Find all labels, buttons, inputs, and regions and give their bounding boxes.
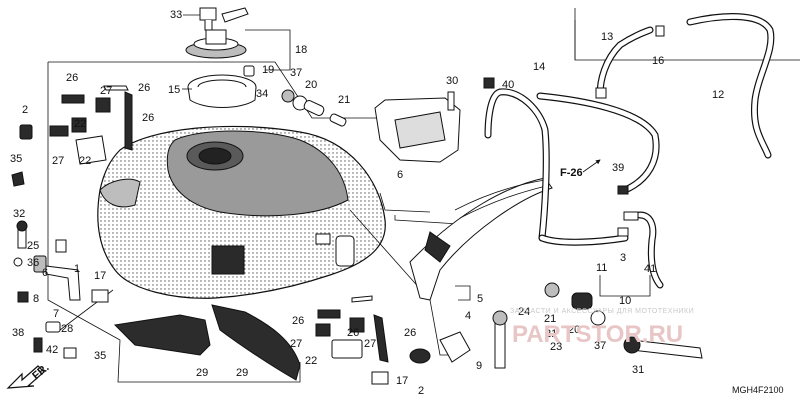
callout-39: 39	[612, 162, 624, 174]
callout-14: 14	[533, 61, 545, 73]
callout-6: 6	[397, 169, 403, 181]
callout-21: 21	[544, 313, 556, 325]
callout-26: 26	[347, 327, 359, 339]
callout-13: 13	[601, 31, 613, 43]
callout-41: 41	[644, 263, 656, 275]
callout-27: 27	[364, 338, 376, 350]
callout-11: 11	[596, 262, 607, 274]
callout-23: 23	[550, 341, 562, 353]
callout-7: 7	[53, 308, 59, 320]
callout-27: 27	[100, 85, 112, 97]
callout-22: 22	[79, 155, 91, 167]
callout-9: 9	[476, 360, 482, 372]
callout-15: 15	[168, 84, 180, 96]
fuel-cap-assembly	[185, 7, 257, 108]
reference-label: F-26	[560, 167, 583, 179]
front-direction-arrow: FR.	[6, 362, 52, 389]
callout-2: 2	[22, 104, 28, 116]
callout-25: 25	[27, 240, 39, 252]
watermark-tagline: ЗАПЧАСТИ И АКСЕССУАРЫ ДЛЯ МОТОТЕХНИКИ	[510, 308, 694, 315]
callout-26: 26	[142, 112, 154, 124]
callout-10: 10	[619, 295, 631, 307]
callout-30: 30	[446, 75, 458, 87]
callout-34: 34	[256, 88, 268, 100]
callout-2: 2	[418, 385, 424, 397]
callout-26: 26	[66, 72, 78, 84]
callout-17: 17	[396, 375, 408, 387]
callout-26: 26	[292, 315, 304, 327]
callout-24: 24	[518, 306, 530, 318]
callout-17: 17	[94, 270, 106, 282]
callout-42: 42	[46, 344, 58, 356]
callout-18: 18	[295, 44, 307, 56]
callout-38: 38	[12, 327, 24, 339]
fasteners-upper	[11, 89, 347, 187]
pads	[49, 85, 389, 381]
diagram-code: MGH4F2100	[732, 385, 784, 395]
callout-29: 29	[236, 367, 248, 379]
callout-22: 22	[74, 118, 86, 130]
fasteners-lower-right	[371, 282, 703, 385]
callout-36: 36	[27, 257, 39, 269]
callout-37: 37	[594, 340, 606, 352]
watermark-logo: PARTSTOR.RU	[512, 321, 683, 348]
callout-3: 3	[620, 252, 626, 264]
tank-bracket	[374, 91, 461, 163]
watermark: ЗАПЧАСТИ И АКСЕССУАРЫ ДЛЯ МОТОТЕХНИКИ PA…	[510, 308, 694, 348]
callout-27: 27	[290, 338, 302, 350]
callout-37: 37	[290, 67, 302, 79]
callout-1: 1	[74, 263, 80, 275]
callout-19: 19	[262, 64, 274, 76]
callout-21: 21	[338, 94, 350, 106]
callout-40: 40	[502, 79, 514, 91]
callout-22: 22	[305, 355, 317, 367]
callout-6: 6	[42, 267, 48, 279]
callout-28: 28	[61, 323, 73, 335]
callout-8: 8	[33, 293, 39, 305]
callout-31: 31	[632, 364, 644, 376]
callout-27: 27	[52, 155, 64, 167]
fasteners-left	[13, 220, 109, 359]
fuel-tank	[97, 125, 386, 299]
hoses	[483, 13, 775, 289]
callout-26: 26	[138, 82, 150, 94]
callout-12: 12	[712, 89, 724, 101]
callout-26: 26	[404, 327, 416, 339]
side-cover	[409, 177, 553, 301]
callout-35: 35	[94, 350, 106, 362]
callout-33: 33	[170, 9, 182, 21]
callout-20: 20	[305, 79, 317, 91]
callout-35: 35	[10, 153, 22, 165]
callout-21: 21	[545, 328, 557, 340]
callout-32: 32	[13, 208, 25, 220]
callout-29: 29	[196, 367, 208, 379]
callout-4: 4	[465, 310, 471, 322]
callout-5: 5	[477, 293, 483, 305]
callout-16: 16	[652, 55, 664, 67]
callout-20: 20	[568, 324, 580, 336]
callout-labels: 33 18 19 15 37 20 34 21 26 26 26 27 22 2…	[10, 9, 724, 397]
